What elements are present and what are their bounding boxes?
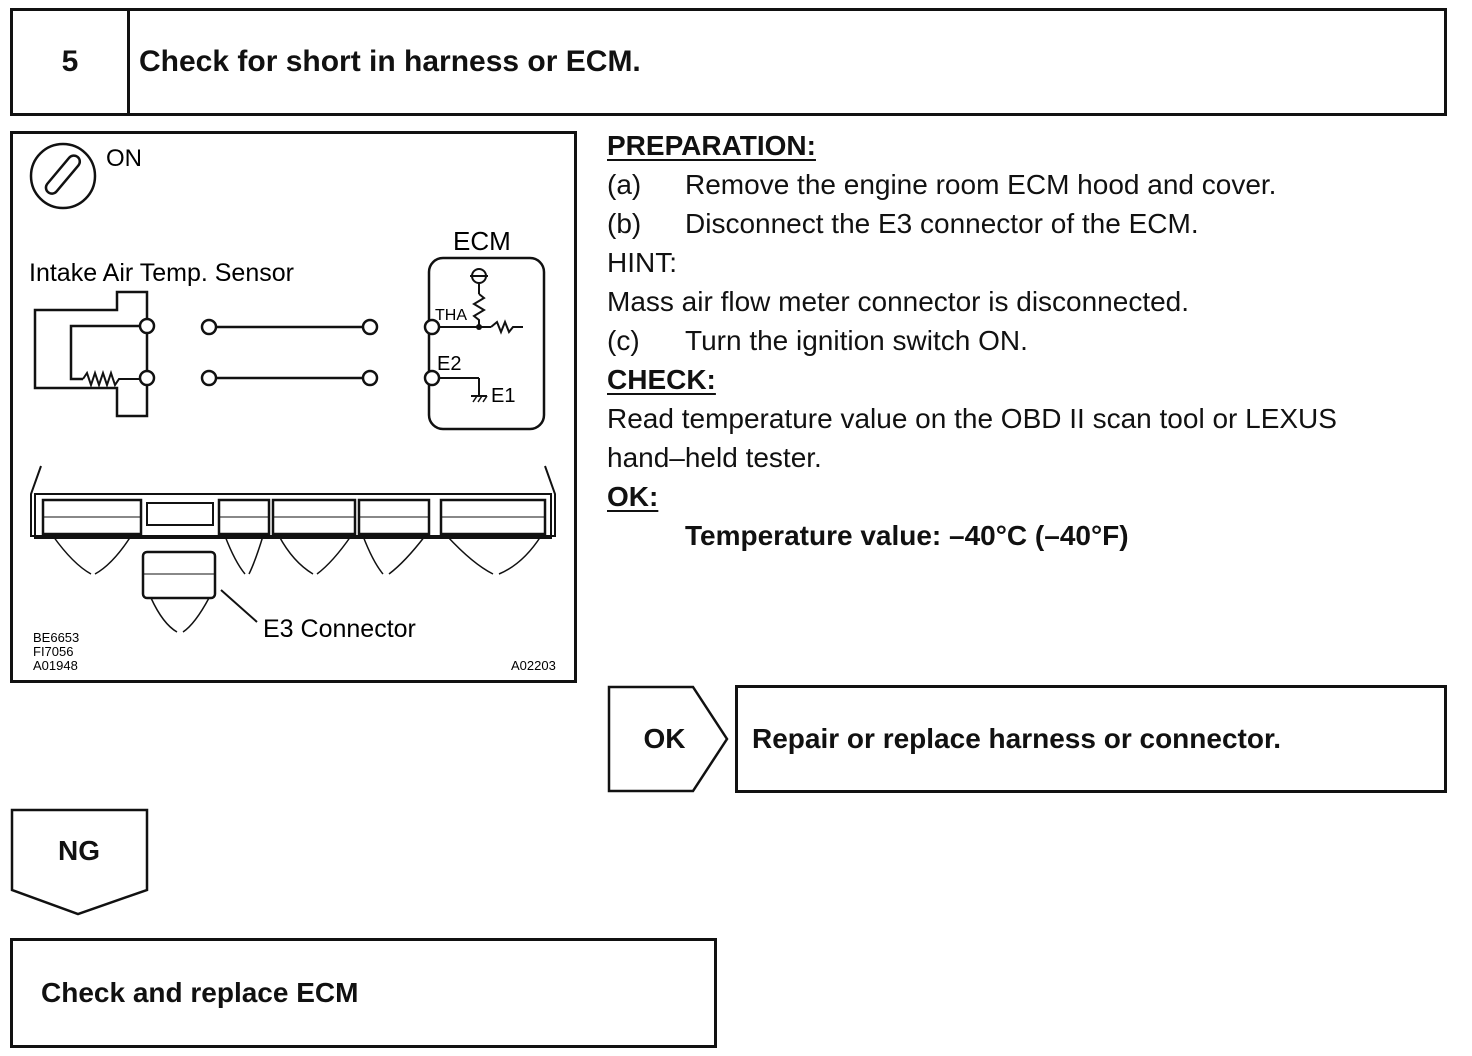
connector-icon: [30, 465, 556, 633]
ok-result-text: Repair or replace harness or connector.: [752, 723, 1282, 754]
step-b-tag: (b): [607, 208, 642, 239]
ignition-switch-icon: [29, 142, 97, 210]
step-a: (a) Remove the engine room ECM hood and c…: [607, 165, 1457, 204]
check-text-2: hand–held tester.: [607, 442, 822, 473]
hint-text: Mass air flow meter connector is disconn…: [607, 286, 1190, 317]
step-title: Check for short in harness or ECM.: [139, 45, 641, 78]
ecm-internal-circuit: [423, 268, 523, 403]
hint-heading: HINT:: [607, 247, 677, 278]
figure-code-3: A01948: [33, 658, 78, 673]
step-a-tag: (a): [607, 169, 642, 200]
harness-wires: [200, 318, 379, 387]
ng-label: NG: [58, 834, 100, 866]
step-b: (b) Disconnect the E3 connector of the EC…: [607, 204, 1457, 243]
ground-icon: [471, 395, 488, 403]
step-header: 5 Check for short in harness or ECM.: [10, 8, 1447, 116]
sensor-body: [33, 290, 149, 418]
wiring-diagram: ON ECM Intake Air Temp. Sensor: [29, 142, 556, 673]
ng-arrow-icon: [10, 808, 149, 916]
ignition-label: ON: [106, 145, 142, 172]
check-text-1: Read temperature value on the OBD II sca…: [607, 403, 1337, 434]
step-c: (c) Turn the ignition switch ON.: [607, 321, 1457, 360]
instructions: PREPARATION: (a) Remove the engine room E…: [607, 126, 1457, 555]
ok-arrow-icon: [607, 685, 729, 793]
ecm-label: ECM: [453, 226, 511, 256]
e1-label: E1: [491, 385, 515, 407]
ok-spec: Temperature value: –40°C (–40°F): [685, 520, 1129, 551]
figure-code-1: BE6653: [33, 630, 79, 645]
step-b-text: Disconnect the E3 connector of the ECM.: [685, 208, 1199, 239]
figure-code-right: A02203: [511, 658, 556, 673]
ecm-box: [427, 256, 546, 431]
ok-result-box: Repair or replace harness or connector.: [735, 685, 1447, 793]
wiring-figure: ON ECM Intake Air Temp. Sensor: [10, 131, 577, 683]
preparation-heading: PREPARATION:: [607, 130, 816, 161]
figure-code-2: FI7056: [33, 644, 73, 659]
step-c-text: Turn the ignition switch ON.: [685, 325, 1028, 356]
e2-label: E2: [437, 353, 461, 375]
ng-result-text: Check and replace ECM: [41, 977, 359, 1008]
step-c-tag: (c): [607, 325, 640, 356]
ng-result-box: Check and replace ECM: [10, 938, 717, 1048]
sensor-label: Intake Air Temp. Sensor: [29, 259, 294, 287]
tha-label: THA: [435, 307, 467, 324]
step-a-text: Remove the engine room ECM hood and cove…: [685, 169, 1277, 200]
step-number: 5: [13, 11, 130, 113]
ok-label: OK: [643, 722, 686, 754]
connector-label: E3 Connector: [263, 615, 416, 643]
check-heading: CHECK:: [607, 364, 716, 395]
resistor-icon: [82, 369, 147, 389]
ok-heading: OK:: [607, 481, 659, 512]
